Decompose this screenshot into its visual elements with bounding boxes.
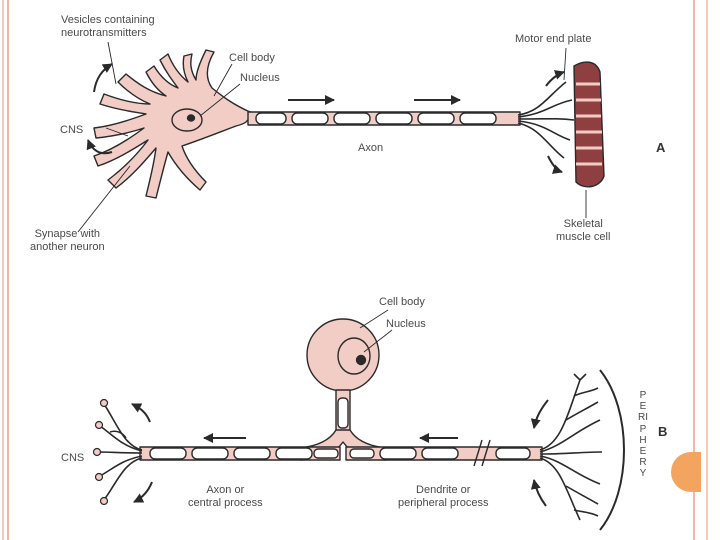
panel-a-neuron (93, 49, 605, 199)
panel-a-terminals (517, 81, 575, 159)
periphery-boundary (599, 369, 625, 531)
panel-b-central-myelin (149, 447, 339, 460)
panel-a-arrows (86, 63, 565, 174)
panel-b-leaders (359, 309, 393, 353)
label-nucleus-a: Nucleus (240, 72, 280, 84)
label-vesicles: Vesicles containing neurotransmitters (61, 14, 155, 39)
label-dendrite-peripheral: Dendrite or peripheral process (398, 484, 489, 509)
label-axon-central: Axon or central process (188, 484, 263, 509)
label-motor-end-plate: Motor end plate (515, 33, 592, 45)
panel-b-dendrites (539, 373, 603, 521)
label-cell-body-b: Cell body (379, 296, 425, 308)
label-cns-b: CNS (61, 452, 85, 464)
label-axon: Axon (358, 142, 384, 154)
panel-a-nucleus (171, 108, 203, 132)
panel-a-myelin (255, 112, 497, 125)
label-cns-a: CNS (60, 124, 84, 136)
decor-stripe-left-inner (7, 0, 9, 540)
label-skeletal-muscle: Skeletal muscle cell (556, 218, 611, 243)
panel-a-cell-body (93, 49, 251, 199)
label-periphery: PERIPHERY (638, 390, 648, 480)
decor-stripe-right-inner (693, 0, 695, 540)
panel-letter-a: A (656, 140, 666, 155)
label-cell-body-a: Cell body (229, 52, 275, 64)
slide-tab[interactable] (671, 452, 701, 492)
panel-b-arrows (131, 399, 549, 507)
panel-b-peripheral-myelin (349, 447, 531, 460)
decor-stripe-left-outer (2, 0, 4, 540)
panel-letter-b: B (658, 424, 668, 439)
panel-a-muscle-cell (573, 61, 605, 188)
label-nucleus-b: Nucleus (386, 318, 426, 330)
panel-a-leaders (77, 41, 587, 233)
panel-b-central-terminals (97, 403, 143, 501)
panel-b-neuron (92, 318, 603, 521)
label-synapse: Synapse with another neuron (30, 228, 105, 253)
panel-b-nucleus (337, 337, 371, 375)
decor-stripe-right-outer (706, 0, 708, 540)
